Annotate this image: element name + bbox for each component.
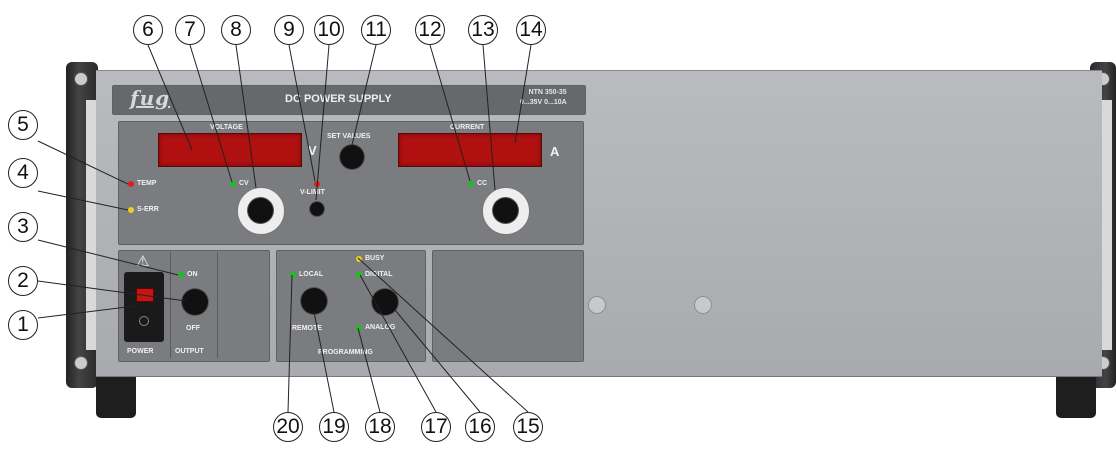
- serr-label: S-ERR: [137, 206, 159, 213]
- callout-18: 18: [365, 412, 395, 442]
- callout-10: 10: [314, 15, 344, 45]
- voltage-unit: V: [308, 143, 317, 158]
- output-button[interactable]: [182, 289, 208, 315]
- callout-5: 5: [8, 110, 38, 140]
- power-label: POWER: [127, 348, 154, 355]
- right-rail: [1102, 100, 1112, 350]
- cc-label: CC: [477, 180, 488, 187]
- section-divider: [170, 252, 171, 358]
- callout-6: 6: [133, 15, 163, 45]
- temp-led: [128, 181, 134, 187]
- callout-8: 8: [221, 15, 251, 45]
- foot: [1056, 376, 1096, 418]
- blank-module: [432, 250, 584, 362]
- remote-label: REMOTE: [292, 325, 322, 332]
- callout-1: 1: [8, 310, 38, 340]
- set-values-button[interactable]: [340, 145, 364, 169]
- power-switch-off-icon: [139, 316, 149, 326]
- model-line-1: NTN 350-35: [528, 89, 567, 96]
- set-values-label: SET VALUES: [327, 133, 371, 140]
- current-display: [398, 133, 542, 167]
- temp-label: TEMP: [137, 180, 157, 187]
- callout-17: 17: [421, 412, 451, 442]
- vlimit-label: V-LIMIT: [300, 189, 325, 196]
- digital-led: [356, 272, 362, 278]
- analog-led: [356, 325, 362, 331]
- output-off-label: OFF: [186, 325, 200, 332]
- voltage-knob[interactable]: [248, 198, 273, 223]
- cv-led: [230, 181, 236, 187]
- callout-11: 11: [361, 15, 391, 45]
- cv-label: CV: [239, 180, 249, 187]
- callout-13: 13: [468, 15, 498, 45]
- digital-label: DIGITAL: [365, 271, 393, 278]
- digital-analog-button[interactable]: [372, 289, 398, 315]
- callout-20: 20: [273, 412, 303, 442]
- current-knob[interactable]: [493, 198, 518, 223]
- output-on-led: [178, 272, 184, 278]
- model-info: NTN 350-35 0...35V 0...10A: [520, 88, 567, 108]
- brand-logo: fug: [130, 86, 171, 110]
- brand-strip: [112, 85, 586, 115]
- model-line-2: 0...35V 0...10A: [520, 99, 567, 106]
- callout-4: 4: [8, 158, 38, 188]
- voltage-display: [158, 133, 302, 167]
- section-divider: [217, 252, 218, 358]
- busy-label: BUSY: [365, 255, 385, 262]
- screw-icon: [694, 296, 712, 314]
- analog-label: ANALOG: [365, 324, 396, 331]
- callout-9: 9: [274, 15, 304, 45]
- callout-16: 16: [465, 412, 495, 442]
- callout-19: 19: [319, 412, 349, 442]
- programming-label: PROGRAMMING: [318, 349, 373, 356]
- serr-led: [128, 207, 134, 213]
- local-label: LOCAL: [299, 271, 324, 278]
- local-led: [290, 272, 296, 278]
- callout-2: 2: [8, 266, 38, 296]
- output-label: OUTPUT: [175, 348, 204, 355]
- callout-3: 3: [8, 212, 38, 242]
- screw-icon: [74, 72, 88, 86]
- brand-title: DC POWER SUPPLY: [285, 93, 392, 105]
- voltage-label: VOLTAGE: [210, 124, 243, 131]
- cc-led: [468, 181, 474, 187]
- screw-icon: [74, 356, 88, 370]
- vlimit-potentiometer[interactable]: [310, 202, 324, 216]
- output-on-label: ON: [187, 271, 198, 278]
- foot: [96, 376, 136, 418]
- left-rail: [86, 100, 96, 350]
- callout-7: 7: [175, 15, 205, 45]
- current-unit: A: [550, 144, 560, 159]
- callout-14: 14: [516, 15, 546, 45]
- current-label: CURRENT: [450, 124, 485, 131]
- local-remote-button[interactable]: [301, 288, 327, 314]
- callout-15: 15: [513, 412, 543, 442]
- screw-icon: [588, 296, 606, 314]
- callout-12: 12: [415, 15, 445, 45]
